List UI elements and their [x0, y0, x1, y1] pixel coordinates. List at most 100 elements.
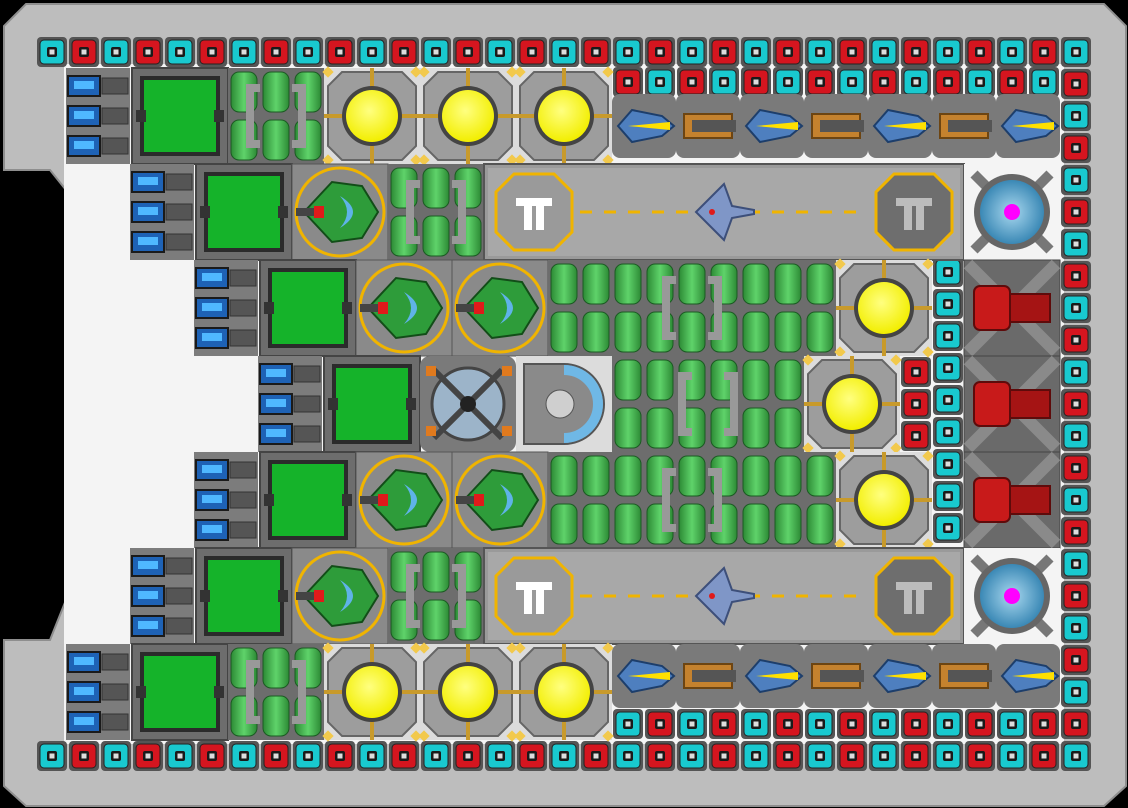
armor-block[interactable]: [293, 741, 323, 771]
fuel-tank-icon[interactable]: [228, 644, 324, 740]
armor-block[interactable]: [1061, 645, 1091, 675]
armor-block[interactable]: [773, 67, 803, 97]
heavy-gun-icon[interactable]: [963, 355, 1061, 453]
armor-block[interactable]: [293, 37, 323, 67]
armor-block[interactable]: [389, 741, 419, 771]
armor-block[interactable]: [869, 37, 899, 67]
armor-block[interactable]: [741, 709, 771, 739]
armor-block[interactable]: [325, 37, 355, 67]
fuel-tank-icon[interactable]: [388, 164, 484, 260]
thruster-stack[interactable]: [194, 452, 258, 548]
armor-block[interactable]: [613, 741, 643, 771]
fuel-tank-icon[interactable]: [228, 68, 324, 164]
cannon-icon[interactable]: [804, 94, 868, 158]
hangar-pad-icon[interactable]: [483, 547, 965, 645]
reactor-icon[interactable]: [514, 642, 614, 742]
cannon-icon[interactable]: [932, 94, 996, 158]
fighter-icon[interactable]: [355, 451, 453, 549]
power-generator-icon[interactable]: [259, 451, 357, 549]
armor-block[interactable]: [901, 709, 931, 739]
armor-block[interactable]: [1029, 67, 1059, 97]
armor-block[interactable]: [453, 37, 483, 67]
armor-block[interactable]: [101, 37, 131, 67]
thruster-stack[interactable]: [66, 68, 130, 164]
armor-block[interactable]: [997, 67, 1027, 97]
laser-turret-icon[interactable]: [996, 644, 1060, 708]
armor-block[interactable]: [1061, 197, 1091, 227]
laser-turret-icon[interactable]: [612, 644, 676, 708]
sensor-icon[interactable]: [420, 356, 516, 452]
armor-block[interactable]: [933, 289, 963, 319]
armor-block[interactable]: [645, 709, 675, 739]
thruster-stack[interactable]: [130, 164, 194, 260]
thruster-stack[interactable]: [130, 548, 194, 644]
armor-block[interactable]: [165, 741, 195, 771]
armor-block[interactable]: [933, 709, 963, 739]
armor-block[interactable]: [869, 741, 899, 771]
cannon-icon[interactable]: [676, 94, 740, 158]
armor-block[interactable]: [357, 741, 387, 771]
armor-block[interactable]: [645, 741, 675, 771]
armor-block[interactable]: [805, 67, 835, 97]
armor-block[interactable]: [1061, 69, 1091, 99]
armor-block[interactable]: [741, 37, 771, 67]
armor-block[interactable]: [1061, 453, 1091, 483]
armor-block[interactable]: [613, 709, 643, 739]
armor-block[interactable]: [421, 37, 451, 67]
armor-block[interactable]: [101, 741, 131, 771]
armor-block[interactable]: [517, 37, 547, 67]
armor-block[interactable]: [773, 741, 803, 771]
armor-block[interactable]: [133, 37, 163, 67]
armor-block[interactable]: [805, 709, 835, 739]
fighter-icon[interactable]: [355, 259, 453, 357]
armor-block[interactable]: [933, 353, 963, 383]
reactor-icon[interactable]: [322, 642, 422, 742]
hangar-pad-icon[interactable]: [483, 163, 965, 261]
armor-block[interactable]: [229, 741, 259, 771]
armor-block[interactable]: [517, 741, 547, 771]
armor-block[interactable]: [805, 741, 835, 771]
heavy-gun-icon[interactable]: [963, 259, 1061, 357]
armor-block[interactable]: [933, 257, 963, 287]
armor-block[interactable]: [709, 37, 739, 67]
laser-turret-icon[interactable]: [996, 94, 1060, 158]
armor-block[interactable]: [1061, 613, 1091, 643]
armor-block[interactable]: [1061, 293, 1091, 323]
fuel-tank-icon[interactable]: [548, 260, 836, 356]
thruster-stack[interactable]: [66, 644, 130, 740]
armor-block[interactable]: [933, 481, 963, 511]
armor-block[interactable]: [901, 421, 931, 451]
armor-block[interactable]: [965, 67, 995, 97]
armor-block[interactable]: [933, 321, 963, 351]
armor-block[interactable]: [837, 741, 867, 771]
reactor-icon[interactable]: [322, 66, 422, 166]
armor-block[interactable]: [1061, 101, 1091, 131]
armor-block[interactable]: [901, 357, 931, 387]
armor-block[interactable]: [901, 389, 931, 419]
armor-block[interactable]: [741, 741, 771, 771]
fuel-tank-icon[interactable]: [612, 356, 804, 452]
armor-block[interactable]: [901, 67, 931, 97]
heavy-gun-icon[interactable]: [963, 451, 1061, 549]
armor-block[interactable]: [1029, 709, 1059, 739]
armor-block[interactable]: [837, 37, 867, 67]
thruster-stack[interactable]: [194, 260, 258, 356]
armor-block[interactable]: [581, 741, 611, 771]
armor-block[interactable]: [1029, 741, 1059, 771]
fighter-icon[interactable]: [291, 547, 389, 645]
reactor-icon[interactable]: [834, 450, 934, 550]
reactor-icon[interactable]: [802, 354, 902, 454]
armor-block[interactable]: [229, 37, 259, 67]
fighter-icon[interactable]: [451, 259, 549, 357]
armor-block[interactable]: [261, 741, 291, 771]
shield-generator-icon[interactable]: [964, 164, 1060, 260]
armor-block[interactable]: [1061, 165, 1091, 195]
armor-block[interactable]: [325, 741, 355, 771]
armor-block[interactable]: [1061, 357, 1091, 387]
laser-turret-icon[interactable]: [868, 644, 932, 708]
armor-block[interactable]: [1029, 37, 1059, 67]
armor-block[interactable]: [1061, 229, 1091, 259]
armor-block[interactable]: [933, 513, 963, 543]
armor-block[interactable]: [933, 417, 963, 447]
